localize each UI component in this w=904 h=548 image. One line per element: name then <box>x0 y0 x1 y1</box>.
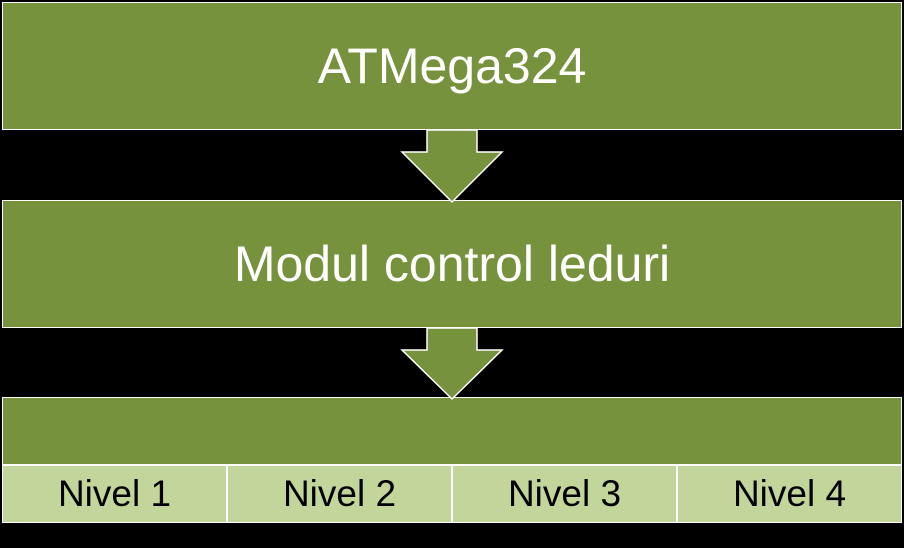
atmega-block: ATMega324 <box>2 2 902 130</box>
level-label-2: Nivel 2 <box>282 473 397 514</box>
level-cell-2: Nivel 2 <box>227 465 452 523</box>
led-control-module-block: Modul control leduri <box>2 200 902 328</box>
down-arrow-icon-2 <box>400 327 504 401</box>
levels-container-block <box>2 397 902 465</box>
atmega-block-label: ATMega324 <box>317 38 587 94</box>
level-cell-3: Nivel 3 <box>452 465 677 523</box>
level-cell-1: Nivel 1 <box>2 465 227 523</box>
level-label-3: Nivel 3 <box>507 473 622 514</box>
levels-row: Nivel 1 Nivel 2 Nivel 3 Nivel 4 <box>2 465 902 523</box>
level-label-4: Nivel 4 <box>732 473 847 514</box>
led-control-module-label: Modul control leduri <box>233 236 671 292</box>
level-cell-4: Nivel 4 <box>677 465 902 523</box>
level-label-1: Nivel 1 <box>57 473 172 514</box>
down-arrow-icon-1 <box>400 129 504 204</box>
